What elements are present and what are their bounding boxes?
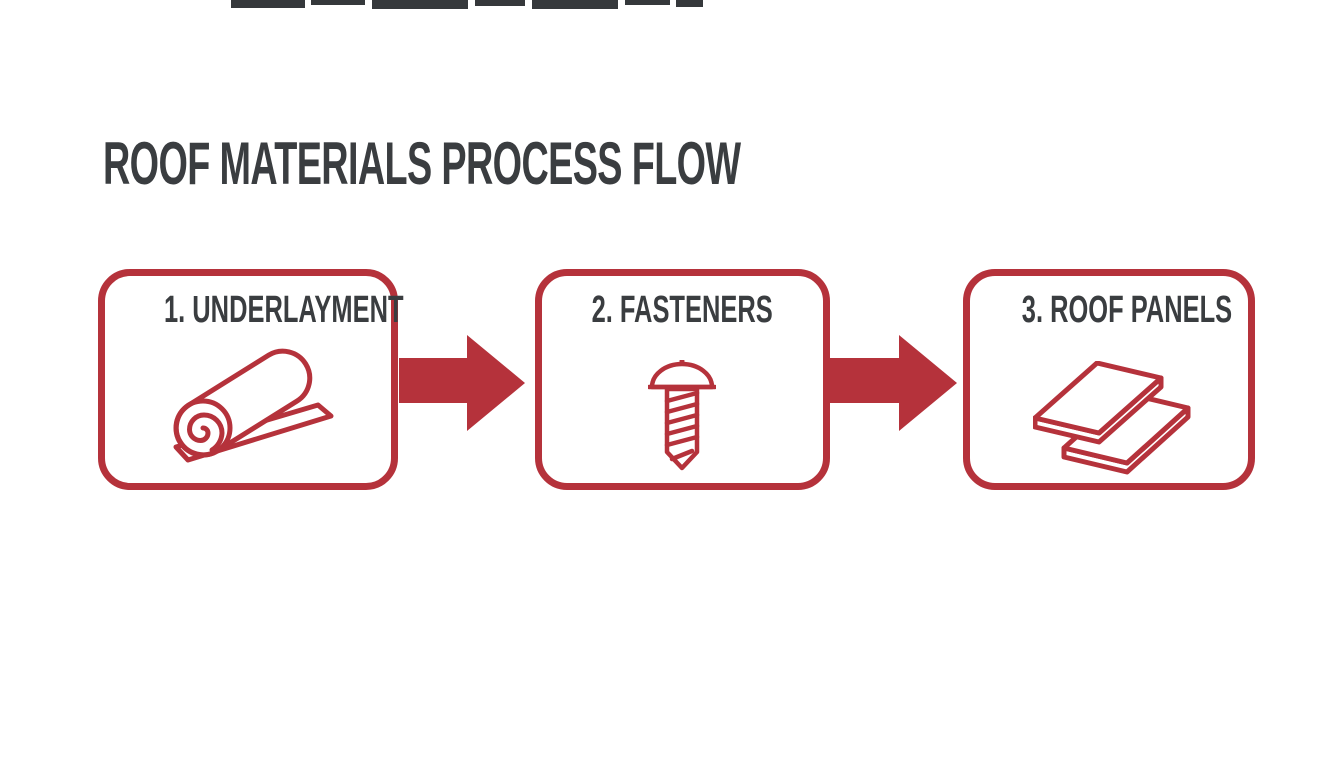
- flow-arrow-right-icon: [399, 335, 525, 431]
- step-box-roof-panels: 3. ROOF PANELS: [963, 269, 1255, 490]
- step-label-roof-panels: 3. ROOF PANELS: [1021, 289, 1233, 331]
- top-edge-artifact: [0, 0, 1344, 10]
- step-box-underlayment: 1. UNDERLAYMENT: [98, 269, 404, 490]
- roof-panels-icon: [1033, 361, 1191, 475]
- step-label-underlayment: 1. UNDERLAYMENT: [163, 289, 404, 331]
- underlayment-roll-icon: [173, 348, 334, 463]
- page-title: ROOF MATERIALS PROCESS FLOW: [103, 130, 741, 197]
- screw-icon: [648, 360, 716, 471]
- step-box-fasteners: 2. FASTENERS: [535, 269, 830, 490]
- step-label-fasteners: 2. FASTENERS: [591, 289, 774, 331]
- flow-arrow-right-icon: [830, 335, 957, 431]
